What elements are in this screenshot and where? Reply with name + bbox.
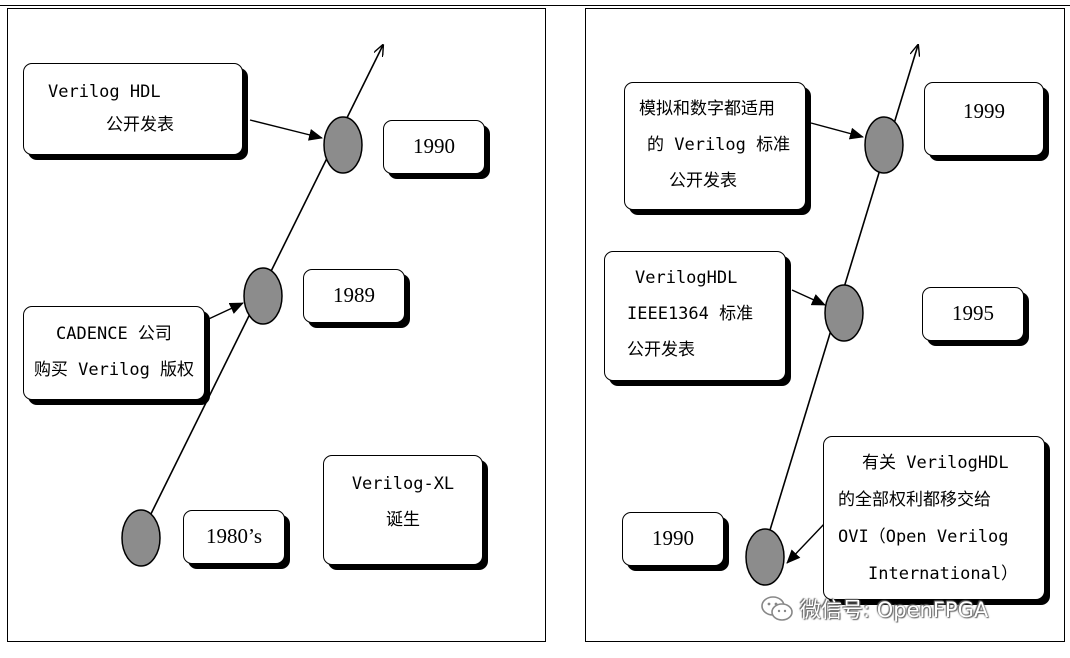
connector-arrow (810, 122, 864, 140)
event-text: 有关 VerilogHDL (862, 453, 1009, 473)
year-box: 1990 (622, 512, 724, 566)
event-text: IEEE1364 标准 (627, 304, 754, 324)
year-label: 1995 (952, 301, 994, 325)
timeline-node (824, 284, 864, 342)
event-text: Verilog-XL (351, 474, 455, 494)
event-text: Verilog HDL (48, 82, 161, 102)
timeline-node (864, 116, 904, 174)
event-box-analog-digital-standard: 模拟和数字都适用 的 Verilog 标准 公开发表 (624, 82, 806, 210)
event-box-cadence-buys-verilog: CADENCE 公司 购买 Verilog 版权 (23, 306, 205, 400)
event-box-verilog-hdl-published: Verilog HDL 公开发表 (23, 63, 243, 155)
event-text: 模拟和数字都适用 (639, 99, 775, 119)
event-text: 公开发表 (106, 115, 174, 135)
event-box-verilog-xl-born: Verilog-XL 诞生 (323, 455, 483, 565)
event-box-ieee1364-published: VerilogHDL IEEE1364 标准 公开发表 (604, 251, 786, 381)
event-text: 公开发表 (669, 171, 737, 191)
timeline-node (121, 509, 161, 567)
year-label: 1999 (963, 99, 1005, 123)
year-box: 1980’s (183, 510, 285, 564)
event-text: 购买 Verilog 版权 (33, 360, 195, 380)
connector-arrow (786, 521, 827, 564)
year-label: 1989 (333, 283, 375, 307)
year-label: 1990 (652, 526, 694, 550)
connector-arrow (249, 119, 323, 141)
top-rule (0, 5, 1070, 6)
wechat-icon (760, 595, 794, 623)
event-text: 的全部权利都移交给 (838, 490, 991, 510)
event-text: VerilogHDL (635, 268, 738, 288)
year-label: 1980’s (205, 524, 262, 548)
watermark: 微信号: OpenFPGA (760, 593, 988, 625)
event-text: 公开发表 (627, 340, 695, 360)
connector-arrow (791, 289, 826, 306)
event-text: 诞生 (386, 510, 420, 530)
event-text: 的 Verilog 标准 (647, 135, 791, 155)
event-box-rights-transferred-ovi: 有关 VerilogHDL 的全部权利都移交给 OVI（Open Verilog… (823, 436, 1045, 600)
year-label: 1990 (413, 134, 455, 158)
timeline-node (243, 267, 283, 325)
year-box: 1995 (922, 287, 1024, 341)
event-text: International） (868, 564, 1019, 584)
timeline-node (323, 116, 363, 174)
connector-arrow (199, 302, 244, 324)
year-box: 1990 (383, 120, 485, 174)
year-box: 1989 (303, 269, 405, 323)
event-text: CADENCE 公司 (56, 324, 172, 344)
event-text: OVI（Open Verilog (838, 527, 1009, 547)
timeline-node (745, 528, 785, 586)
year-box: 1999 (924, 82, 1044, 156)
watermark-text: 微信号: OpenFPGA (800, 598, 989, 622)
